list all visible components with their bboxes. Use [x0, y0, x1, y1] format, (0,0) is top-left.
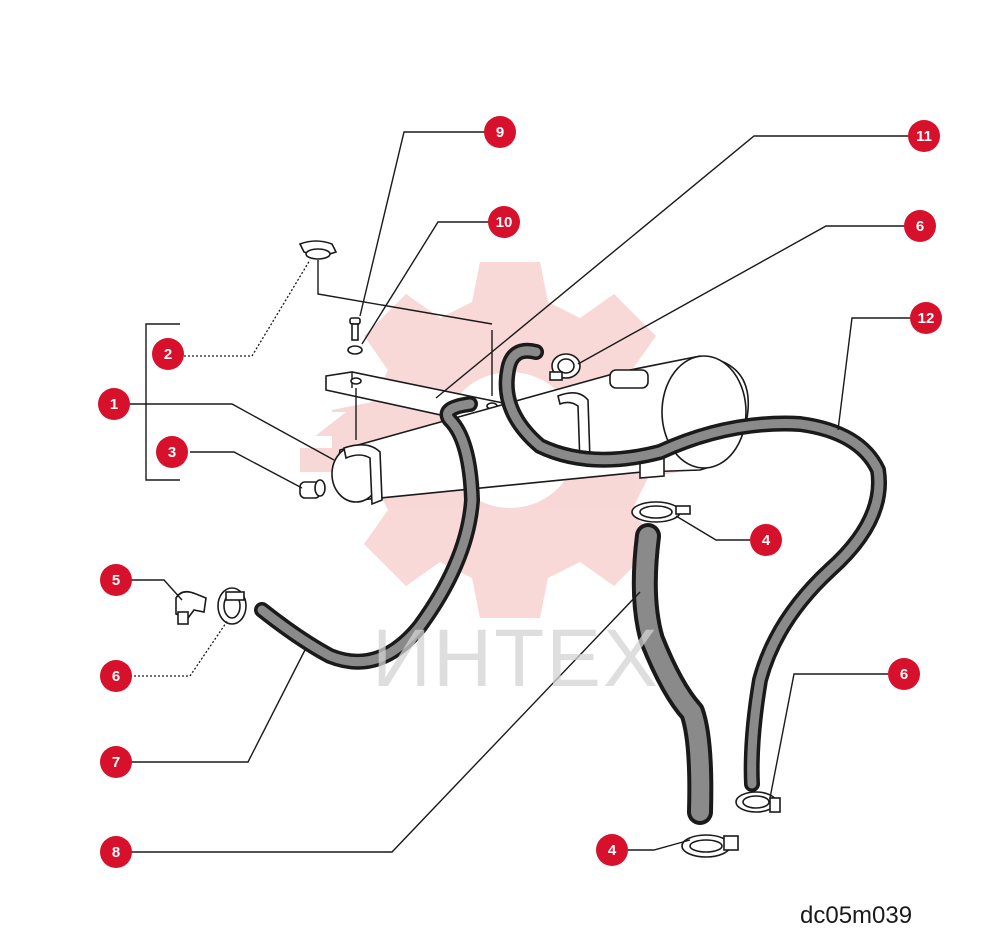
hose-clamp [735, 791, 781, 813]
callout-6: 6 [904, 210, 936, 242]
callout-4: 4 [596, 834, 628, 866]
callout-9: 9 [484, 116, 516, 148]
svg-text:8: 8 [112, 844, 120, 861]
hose-clamp [217, 587, 247, 625]
drawing-code: dc05m039 [800, 902, 913, 929]
svg-text:5: 5 [112, 572, 120, 589]
callout-6: 6 [100, 660, 132, 692]
svg-text:6: 6 [112, 668, 120, 685]
hose-clamp [631, 501, 691, 523]
callout-6: 6 [888, 658, 920, 690]
washer [347, 345, 363, 355]
bolt [349, 317, 361, 341]
callout-10: 10 [488, 206, 520, 238]
callout-7: 7 [100, 746, 132, 778]
callout-markers: 9 11 10 6 12 2 1 3 [98, 116, 942, 868]
svg-text:2: 2 [164, 346, 172, 363]
svg-text:12: 12 [918, 310, 935, 327]
drain-plug [299, 479, 326, 499]
filler-cap [298, 240, 338, 260]
watermark-text: ИНТЕХ [372, 613, 660, 704]
svg-text:10: 10 [496, 214, 513, 231]
hose [498, 342, 887, 792]
svg-text:7: 7 [112, 754, 120, 771]
callout-3: 3 [156, 436, 188, 468]
callout-8: 8 [100, 836, 132, 868]
svg-text:4: 4 [762, 532, 771, 549]
hose [631, 523, 714, 825]
svg-text:6: 6 [900, 666, 908, 683]
callout-11: 11 [908, 120, 940, 152]
callout-12: 12 [910, 302, 942, 334]
svg-text:9: 9 [496, 124, 504, 141]
svg-text:1: 1 [110, 396, 118, 413]
hose-clamp [681, 834, 739, 858]
leader-lines [128, 131, 912, 853]
hose-clamp [549, 353, 581, 381]
callout-4: 4 [750, 524, 782, 556]
callout-5: 5 [100, 564, 132, 596]
svg-text:3: 3 [168, 444, 176, 461]
elbow-fitting [175, 590, 207, 625]
callout-2: 2 [152, 338, 184, 370]
hose [254, 396, 480, 670]
svg-text:6: 6 [916, 218, 924, 235]
svg-text:11: 11 [916, 128, 932, 145]
svg-text:4: 4 [608, 842, 617, 859]
callout-1: 1 [98, 388, 130, 420]
